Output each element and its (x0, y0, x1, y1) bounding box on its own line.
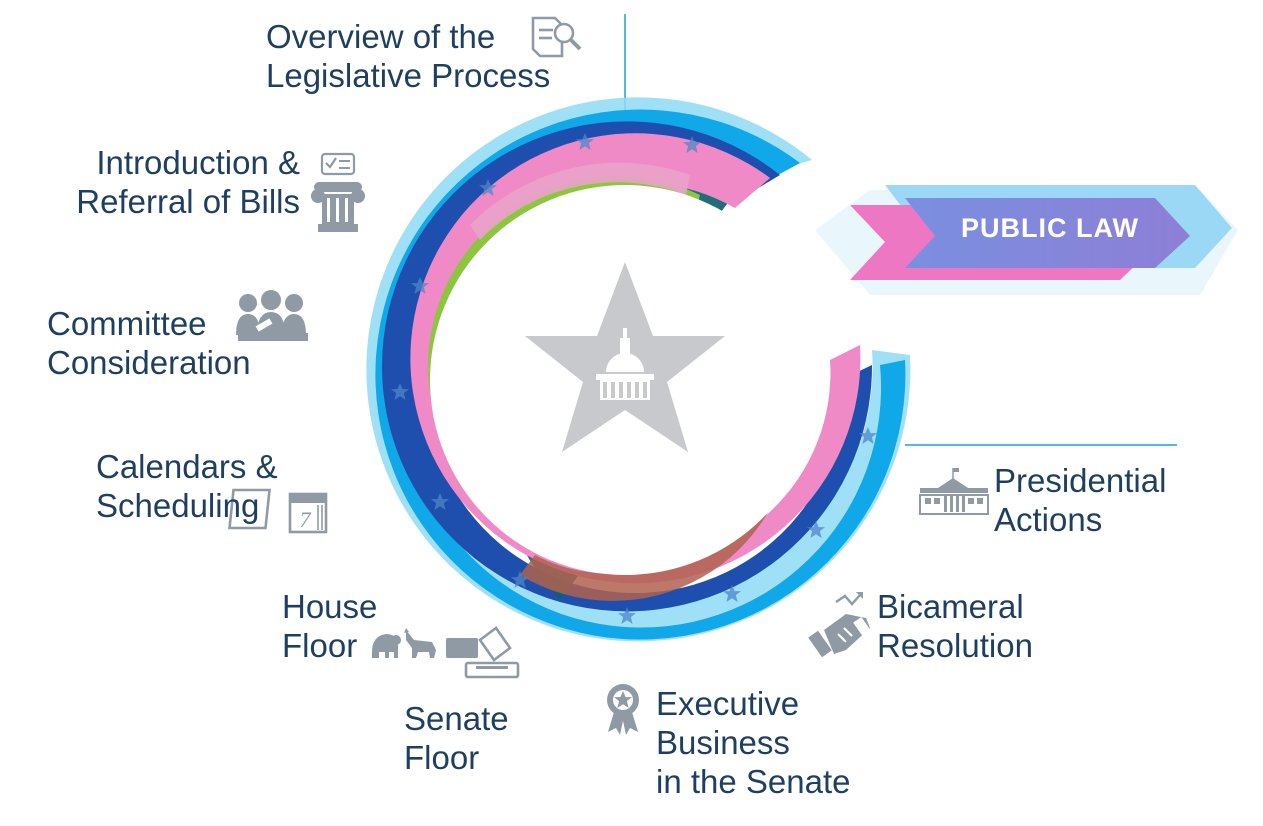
stage-label-line: Presidential (994, 462, 1167, 499)
stage-label-executive[interactable]: Executive Business in the Senate (656, 684, 851, 801)
public-law-arrow[interactable]: PUBLIC LAW (815, 185, 1238, 295)
stage-label-line: Resolution (877, 627, 1033, 664)
svg-text:7: 7 (300, 507, 312, 532)
stage-label-line: Executive (656, 685, 800, 722)
stage-label-line: Introduction & (96, 144, 300, 181)
committee-gavel-icon (236, 290, 308, 341)
stage-label-committee[interactable]: Committee Consideration (47, 304, 251, 382)
handshake-icon (808, 592, 873, 658)
stage-label-line: Floor (404, 739, 480, 776)
stage-label-line: Bicameral (877, 588, 1024, 625)
medal-icon (607, 684, 639, 735)
stage-label-presidential[interactable]: Presidential Actions (994, 461, 1166, 539)
elephant-donkey-vote-icon (372, 626, 520, 679)
stage-label-line: Overview of the (266, 18, 496, 55)
stage-label-bicameral[interactable]: Bicameral Resolution (877, 587, 1033, 665)
stage-label-line: Calendars & (96, 448, 278, 485)
stage-label-line: Committee (47, 305, 207, 342)
stage-label-overview[interactable]: Overview of the Legislative Process (266, 17, 550, 95)
ring-brown-overlap (520, 415, 794, 601)
document-search-icon (531, 16, 582, 58)
stage-label-line: Referral of Bills (76, 183, 300, 220)
calendar-icon: 7 (228, 488, 328, 534)
stage-label-line: Consideration (47, 344, 251, 381)
stage-label-senate[interactable]: Senate Floor (404, 699, 509, 777)
stage-label-line: in the Senate (656, 763, 851, 800)
stage-label-line: House (282, 588, 378, 625)
stage-label-line: Actions (994, 501, 1103, 538)
stage-label-calendars[interactable]: Calendars & Scheduling (96, 447, 278, 525)
stage-label-line: Business (656, 724, 790, 761)
stage-label-line: Scheduling (96, 487, 260, 524)
white-house-icon (919, 468, 989, 515)
stage-label-house[interactable]: House Floor (282, 587, 377, 665)
ring-pink-inner-arc (470, 162, 690, 240)
stage-label-line: Senate (404, 700, 509, 737)
stage-label-line: Floor (282, 627, 358, 664)
public-law-label: PUBLIC LAW (961, 213, 1139, 243)
stage-label-line: Legislative Process (266, 57, 551, 94)
column-checklist-icon (311, 152, 365, 232)
capitol-star-icon (525, 262, 725, 452)
stage-label-introduction[interactable]: Introduction & Referral of Bills (76, 143, 300, 221)
